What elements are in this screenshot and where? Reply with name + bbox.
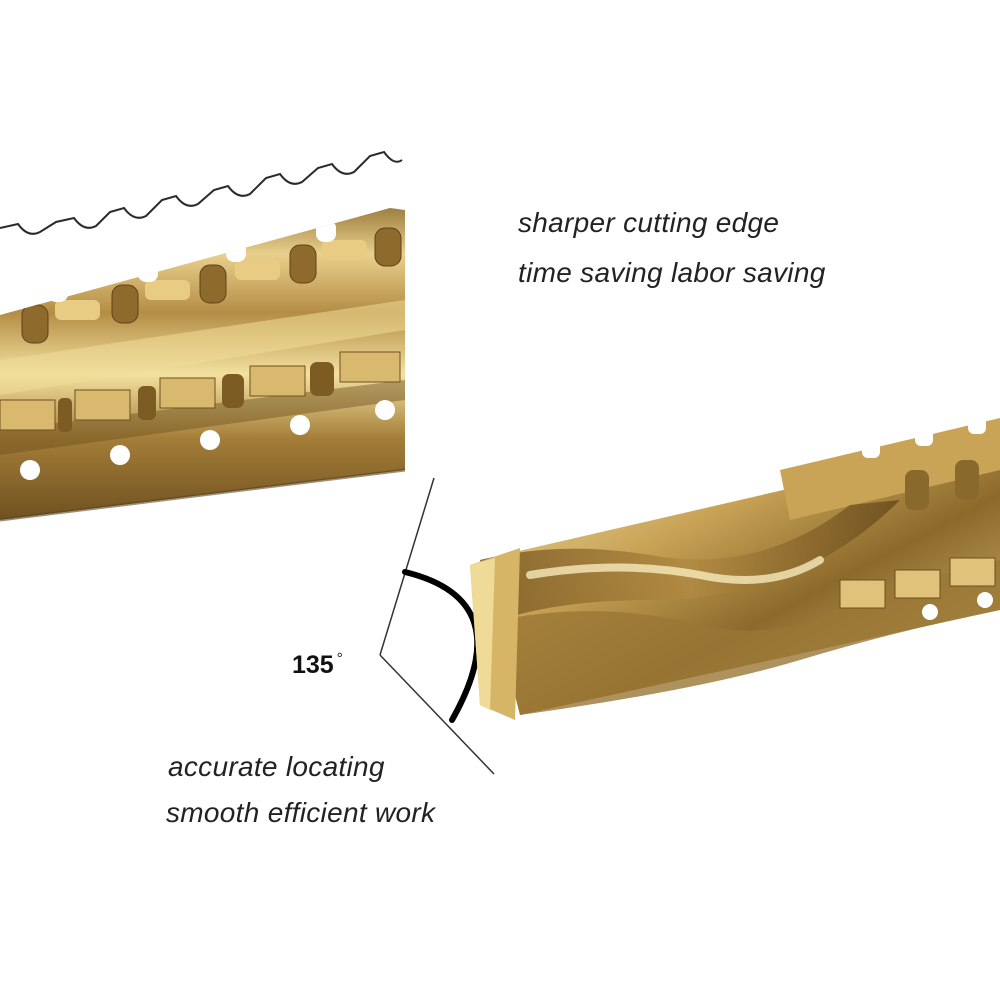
angle-arc: [402, 569, 481, 723]
angle-unit: °: [336, 650, 343, 667]
angle-label: 135°: [292, 644, 343, 680]
angle-guide-lines: [379, 477, 495, 775]
caption-smooth-efficient-work: smooth efficient work: [166, 797, 436, 828]
drill-bit-tip: [470, 416, 1000, 720]
caption-accurate-locating: accurate locating: [168, 751, 385, 782]
caption-time-saving: time saving labor saving: [518, 257, 826, 288]
angle-value: 135: [292, 651, 334, 679]
serrated-edge-outline: [0, 150, 403, 235]
caption-sharper-cutting-edge: sharper cutting edge: [518, 207, 780, 238]
drill-bit-closeup: [0, 208, 406, 522]
